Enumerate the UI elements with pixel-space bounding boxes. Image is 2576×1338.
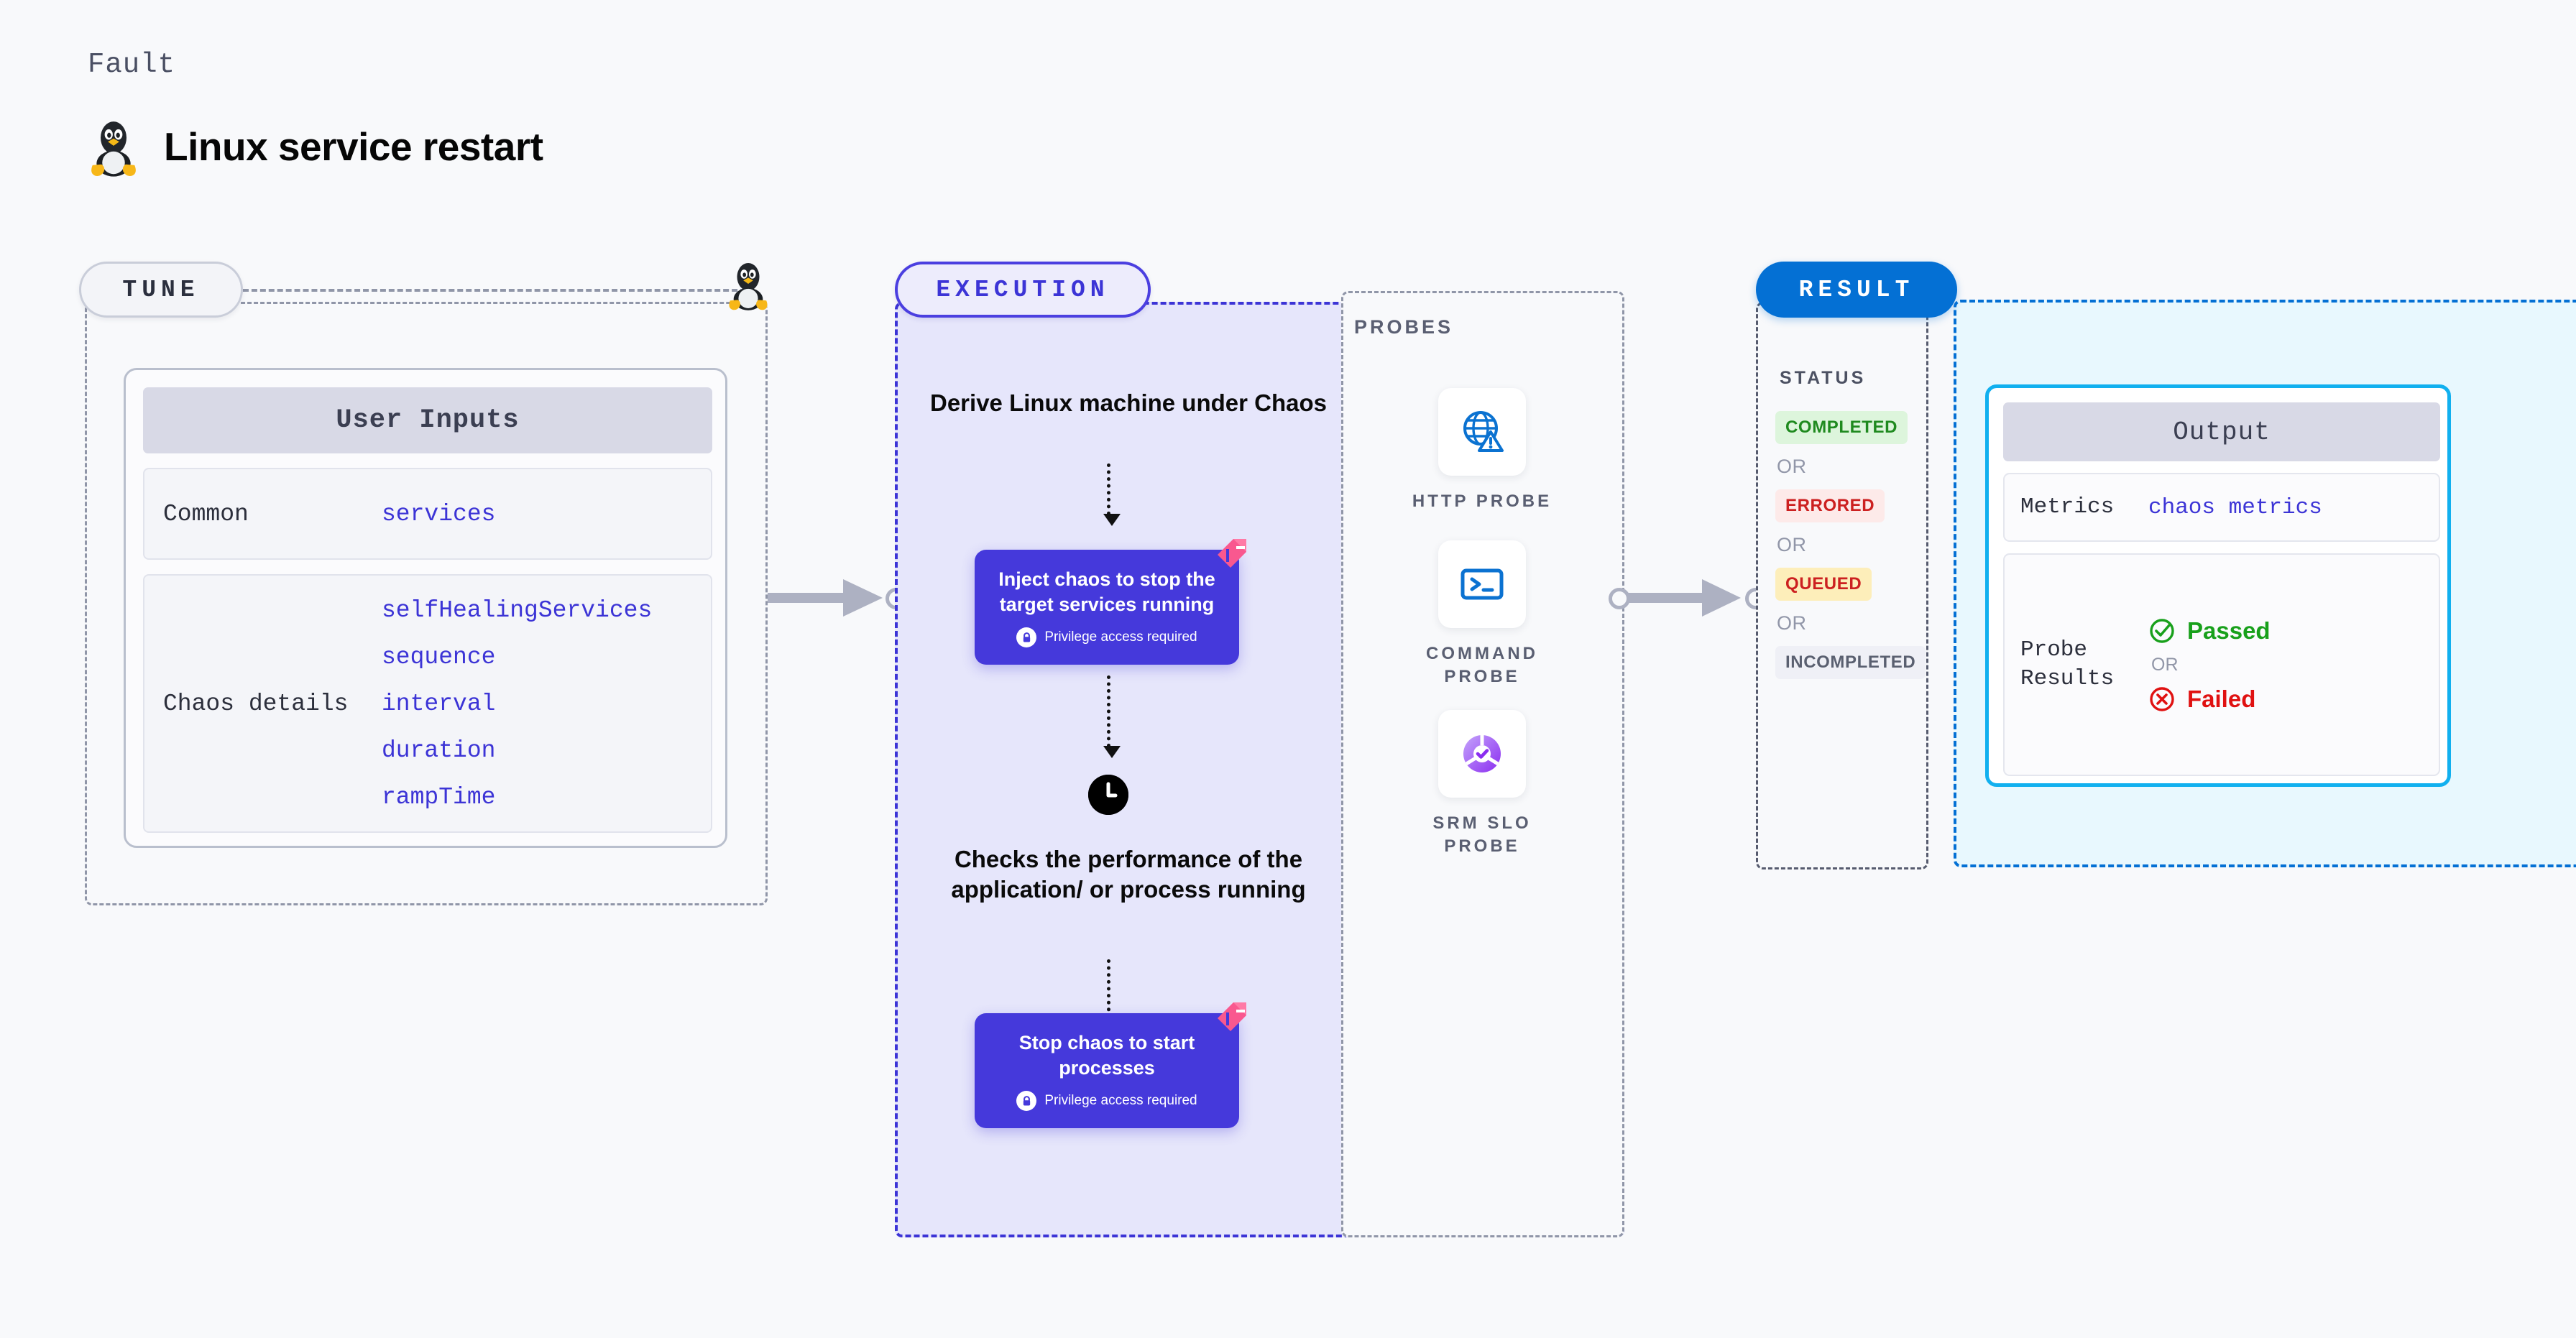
status-title: STATUS [1780, 368, 1867, 388]
result-pill-label: RESULT [1798, 276, 1915, 303]
user-inputs-card: User Inputs Common services Chaos detail… [124, 368, 727, 848]
chaos-flag-icon [1218, 1002, 1246, 1031]
output-row-probe-results: Probe Results Passed OR Failed [2003, 553, 2440, 776]
probe-srm-slo[interactable]: SRM SLO PROBE [1403, 710, 1561, 859]
input-param-duration[interactable]: duration [382, 737, 496, 764]
tune-dashed-connector [243, 289, 746, 292]
page-title: Linux service restart [88, 115, 543, 178]
input-param-sequence[interactable]: sequence [382, 643, 496, 670]
flow-arrow-1 [1103, 463, 1121, 526]
inject-chaos-title: Inject chaos to stop the target services… [998, 568, 1215, 616]
output-card-title: Output [2173, 417, 2271, 447]
output-card: Output Metrics chaos metrics Probe Resul… [1985, 384, 2451, 787]
stop-chaos-privilege: Privilege access required [1016, 1091, 1197, 1112]
tune-panel [85, 302, 768, 905]
or-separator: OR [2151, 654, 2179, 675]
output-metrics-key: Metrics [2020, 494, 2115, 520]
input-param-services[interactable]: services [382, 500, 496, 527]
status-badge-completed: COMPLETED [1775, 411, 1908, 444]
output-probe-key: Probe Results [2020, 637, 2115, 691]
input-row-common: Common services [143, 468, 712, 560]
or-separator: OR [1777, 612, 1807, 634]
status-badge-incompleted: INCOMPLETED [1775, 646, 1926, 679]
input-param-interval[interactable]: interval [382, 690, 496, 717]
input-row-key: Common [163, 500, 249, 527]
status-badge-errored: ERRORED [1775, 489, 1885, 522]
flow-arrow-3 [1103, 959, 1121, 1029]
inject-chaos-privilege: Privilege access required [1016, 627, 1197, 648]
check-circle-icon [2150, 618, 2174, 643]
execution-step-heading: Derive Linux machine under Chaos [930, 389, 1327, 416]
status-badge-queued: QUEUED [1775, 568, 1872, 601]
stop-chaos-title: Stop chaos to start processes [1018, 1032, 1195, 1079]
globe-warning-icon [1438, 388, 1526, 476]
stop-chaos-privilege-text: Privilege access required [1044, 1093, 1197, 1109]
execution-pill[interactable]: EXECUTION [895, 262, 1151, 318]
connector-node-probes-out [1609, 588, 1630, 609]
result-pill[interactable]: RESULT [1756, 262, 1957, 318]
probe-command[interactable]: COMMAND PROBE [1403, 540, 1561, 689]
chaos-flag-icon [1218, 539, 1246, 568]
probes-title: PROBES [1354, 316, 1454, 338]
slo-donut-check-icon [1438, 710, 1526, 798]
status-list: COMPLETED OR ERRORED OR QUEUED OR INCOMP… [1775, 411, 1941, 679]
verdict-passed-label: Passed [2187, 617, 2271, 644]
tune-pill-label: TUNE [122, 276, 200, 303]
or-separator: OR [1777, 456, 1807, 477]
user-inputs-header: User Inputs [143, 387, 712, 453]
tune-pill[interactable]: TUNE [79, 262, 243, 318]
output-row-metrics: Metrics chaos metrics [2003, 473, 2440, 542]
probe-http-label: HTTP PROBE [1412, 492, 1552, 511]
probe-http[interactable]: HTTP PROBE [1403, 388, 1561, 513]
inject-chaos-privilege-text: Privilege access required [1044, 629, 1197, 645]
execution-pill-label: EXECUTION [936, 276, 1110, 303]
or-separator: OR [1777, 534, 1807, 555]
output-probe-verdicts: Passed OR Failed [2148, 617, 2271, 713]
input-row-values: selfHealingServices sequence interval du… [382, 597, 652, 811]
page-title-text: Linux service restart [164, 124, 543, 169]
terminal-icon [1438, 540, 1526, 628]
verdict-passed: Passed [2148, 617, 2271, 645]
input-row-values: services [382, 501, 495, 527]
input-row-key: Chaos details [163, 690, 349, 717]
probe-srm-slo-label: SRM SLO PROBE [1432, 813, 1532, 857]
verdict-failed-label: Failed [2187, 685, 2256, 712]
probe-command-label: COMMAND PROBE [1426, 644, 1538, 687]
input-param-selfhealingservices[interactable]: selfHealingServices [382, 596, 653, 624]
stop-chaos-step[interactable]: Stop chaos to start processes Privilege … [975, 1002, 1246, 1129]
verdict-failed: Failed [2148, 686, 2271, 713]
lock-icon [1016, 1091, 1037, 1112]
connector-tune-to-execution [768, 579, 883, 617]
linux-penguin-icon [729, 262, 768, 310]
flow-arrow-2 [1103, 675, 1121, 758]
input-row-chaos-details: Chaos details selfHealingServices sequen… [143, 574, 712, 833]
connector-execution-to-result [1626, 579, 1741, 617]
input-param-ramptime[interactable]: rampTime [382, 783, 496, 811]
fault-eyebrow: Fault [88, 49, 176, 80]
clock-icon [1088, 775, 1128, 815]
user-inputs-title: User Inputs [336, 405, 520, 435]
output-card-header: Output [2003, 402, 2440, 461]
linux-penguin-icon [91, 121, 136, 177]
x-circle-icon [2150, 686, 2174, 711]
inject-chaos-step[interactable]: Inject chaos to stop the target services… [975, 539, 1246, 665]
output-metrics-value[interactable]: chaos metrics [2148, 494, 2322, 520]
lock-icon [1016, 627, 1037, 648]
tune-panel-border [85, 302, 768, 905]
execution-check-heading: Checks the performance of the applicatio… [951, 846, 1306, 903]
